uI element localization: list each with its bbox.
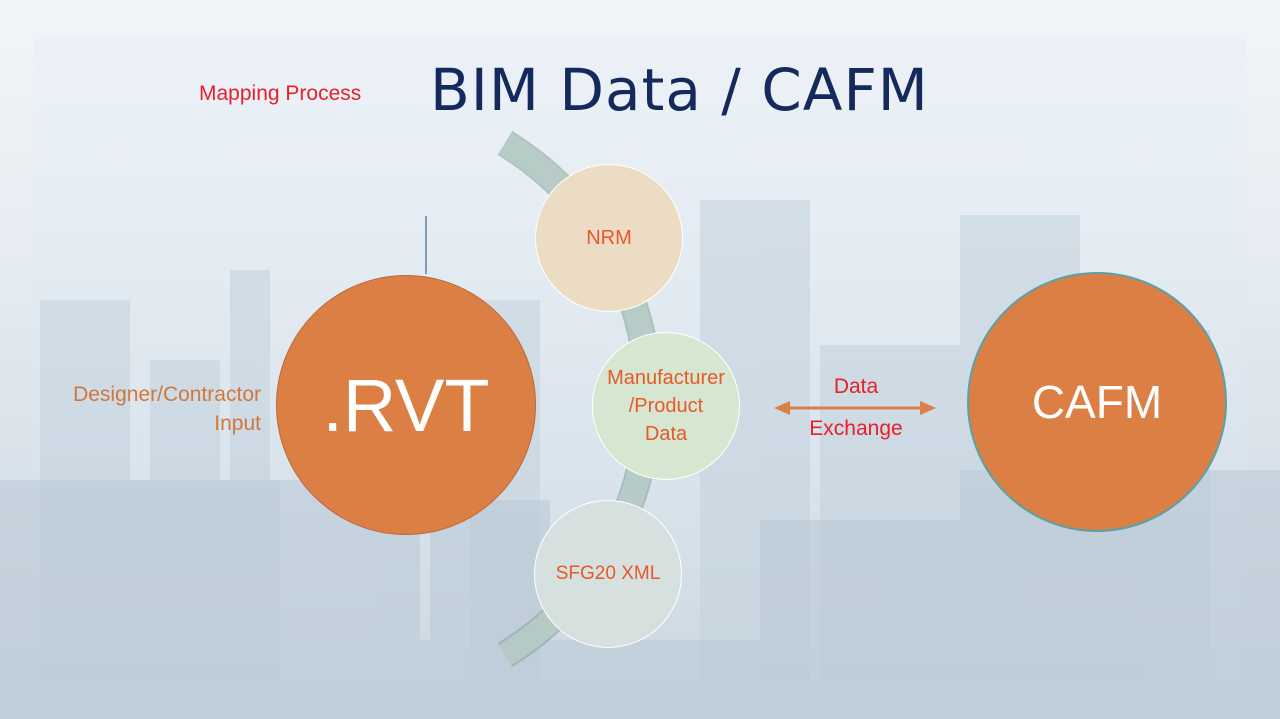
mfr-line3: Data (644, 423, 688, 445)
data-exchange-label-line1: Data (833, 375, 879, 398)
data-exchange-label-line2: Exchange (809, 417, 903, 440)
mfr-line2: /Product (628, 395, 704, 417)
designer-contractor-input-label: Designer/Contractor Input (30, 380, 261, 438)
manufacturer-product-data-node: Manufacturer /Product Data (592, 332, 740, 480)
rvt-node: .RVT (276, 275, 536, 535)
mfr-line1: Manufacturer (607, 367, 725, 389)
side-label-line2: Input (214, 412, 261, 435)
nrm-node: NRM (535, 164, 683, 312)
connector-line (425, 216, 427, 274)
subtitle-mapping-process: Mapping Process (199, 82, 362, 105)
cafm-node: CAFM (967, 272, 1227, 532)
page-title: BIM Data / CAFM (430, 56, 929, 124)
side-label-line1: Designer/Contractor (73, 383, 261, 406)
sfg20-xml-node: SFG20 XML (534, 500, 682, 648)
